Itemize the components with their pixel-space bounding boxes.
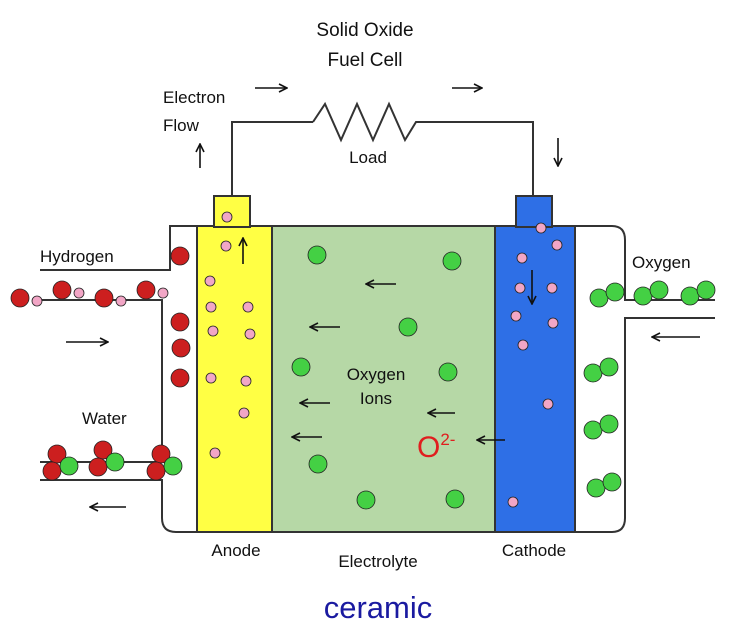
cathode-label: Cathode [502,541,566,560]
electron-particle [547,317,559,329]
electron-particle [207,325,219,337]
hydrogen-atom [42,461,62,481]
particles [10,211,716,510]
hydrogen-atom [170,312,190,332]
oxygen-atom [586,478,606,498]
oxygen-ion [291,357,311,377]
electron-flow-label-2: Flow [163,116,200,135]
electron-particle [242,301,254,313]
load-label: Load [349,148,387,167]
hydrogen-atom [136,280,156,300]
electron-particle [516,252,528,264]
anode-label: Anode [211,541,260,560]
hydrogen-atom [170,246,190,266]
oxygen-atom [583,363,603,383]
hydrogen-atom [171,338,191,358]
cathode-terminal [515,195,553,228]
electron-particle [221,211,233,223]
title-line-1: Solid Oxide [316,20,413,41]
circuit-wire [231,121,534,196]
oxygen-atom [602,472,622,492]
electron-particle [514,282,526,294]
water-label: Water [82,409,127,428]
title-line-2: Fuel Cell [328,50,403,71]
hydrogen-atom [146,461,166,481]
hydrogen-atom [88,457,108,477]
electron-particle [244,328,256,340]
oxygen-ion [438,362,458,382]
hydrogen-atom [94,288,114,308]
caption: ceramic [324,590,433,625]
hydrogen-atom [47,444,67,464]
oxygen-ion [308,454,328,474]
electron-particle [157,287,169,299]
electron-particle [510,310,522,322]
electron-particle [507,496,519,508]
hydrogen-atom [52,280,72,300]
hydrogen-atom [10,288,30,308]
electron-particle [551,239,563,251]
electron-particle [542,398,554,410]
electrolyte-layer [271,225,496,533]
oxygen-atom [605,282,625,302]
oxygen-atom [105,452,125,472]
electron-particle [535,222,547,234]
electrolyte-label: Electrolyte [338,552,417,571]
electron-particle [546,282,558,294]
oxygen-ion [307,245,327,265]
cathode-layer [494,225,576,533]
oxygen-label: Oxygen [632,253,691,272]
oxygen-ion [356,490,376,510]
oxygen-atom [599,414,619,434]
hydrogen-atom [93,440,113,460]
electron-particle [115,295,127,307]
oxygen-ion [442,251,462,271]
oxygen-atom [680,286,700,306]
electron-particle [220,240,232,252]
load-resistor [312,101,428,143]
electron-particle [209,447,221,459]
oxygen-ion-symbol: O2- [417,430,455,464]
electron-particle [205,301,217,313]
oxygen-atom [633,286,653,306]
electron-particle [238,407,250,419]
oxygen-ion [445,489,465,509]
electron-flow-label-1: Electron [163,88,225,107]
oxygen-atom [649,280,669,300]
hydrogen-label: Hydrogen [40,247,114,266]
oxygen-atom [583,420,603,440]
oxygen-ions-label-1: Oxygen [347,365,406,384]
electron-particle [517,339,529,351]
oxygen-atom [696,280,716,300]
oxygen-atom [599,357,619,377]
oxygen-atom [59,456,79,476]
hydrogen-atom [151,444,171,464]
electron-particle [205,372,217,384]
anode-terminal [213,195,251,228]
electron-particle [31,295,43,307]
electron-particle [240,375,252,387]
hydrogen-atom [170,368,190,388]
oxygen-atom [163,456,183,476]
electron-particle [73,287,85,299]
electron-particle [204,275,216,287]
oxygen-ions-label-2: Ions [360,389,392,408]
oxygen-ion [398,317,418,337]
oxygen-atom [589,288,609,308]
